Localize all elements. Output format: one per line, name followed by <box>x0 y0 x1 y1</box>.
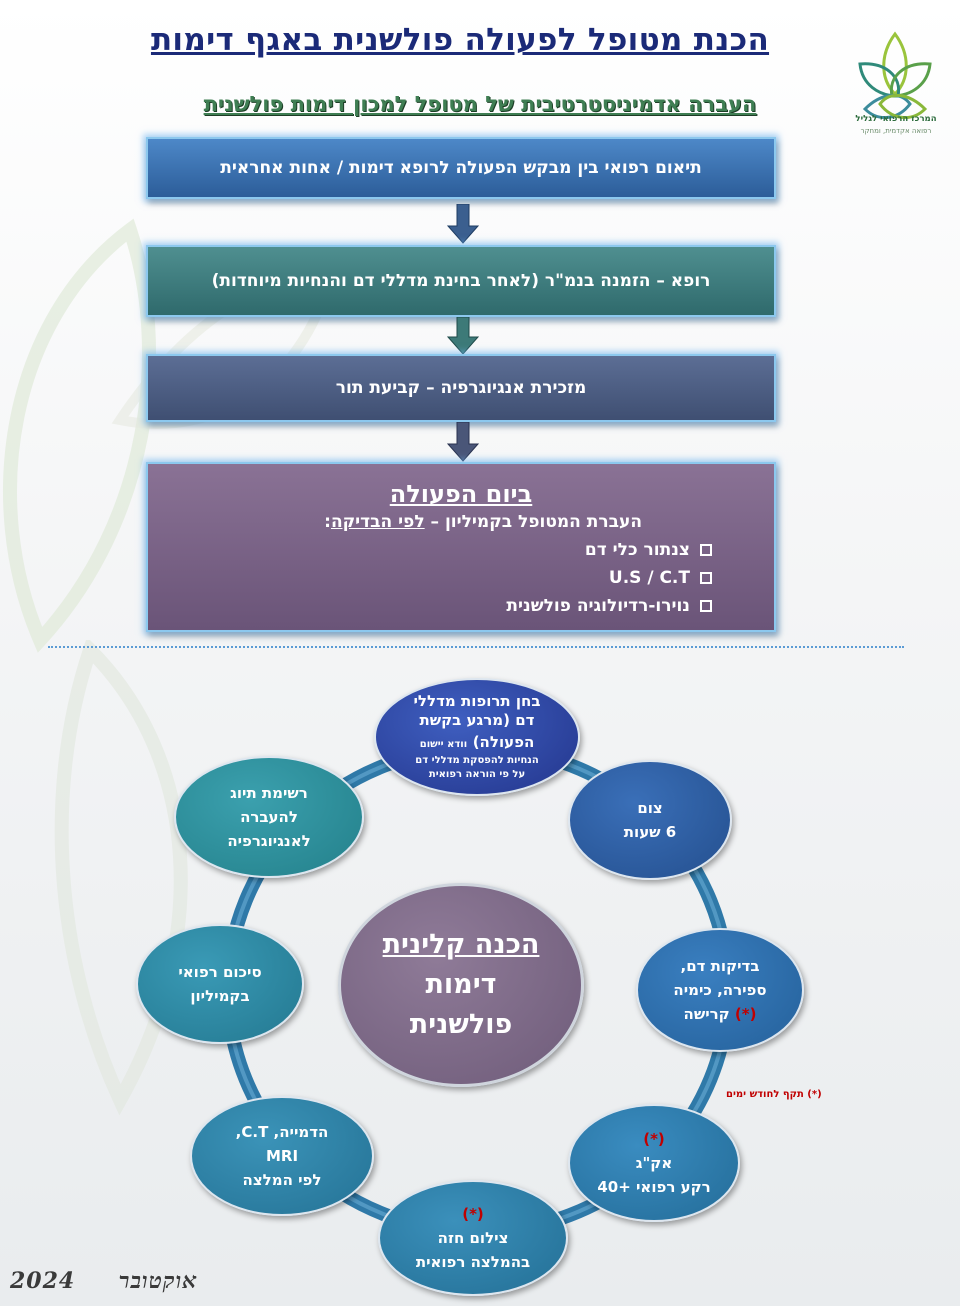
cycle-item-blood-thinners: בחן תרופות מדללי דם (מרגע בקשת הפעולה) ו… <box>374 678 580 796</box>
tag-list-line1: רשימת תיוג <box>230 784 308 802</box>
cycle-item-fasting: צום 6 שעות <box>568 760 732 880</box>
checkbox-icon <box>700 572 712 584</box>
procedure-day-heading: ביום הפעולה <box>389 480 533 508</box>
background-leaf-decoration-lower <box>54 640 188 1116</box>
cycle-item-tag-list: רשימת תיוג להעברה לאנגיוגרפיה <box>174 756 364 878</box>
summary-line1: סיכום רפואי <box>178 963 262 981</box>
validity-star: (*) <box>462 1205 484 1223</box>
blood-thinners-note1: הנחיות להפסקת מדללי דם <box>415 755 539 766</box>
cycle-item-ecg: (*) אק"ג רקע רפואי +40 <box>568 1104 740 1222</box>
center-line-imaging: דימות <box>425 969 497 1000</box>
xray-line2: בהמלצה רפואית <box>415 1253 531 1271</box>
tag-list-line3: לאנגיוגרפיה <box>227 832 311 850</box>
flow-step-scheduling-text: מזכירת אנגיוגרפיה – קביעת תור <box>335 378 587 398</box>
down-arrow-icon <box>446 422 480 462</box>
center-clinical-prep: הכנה קלינית דימות פולשנית <box>338 883 584 1087</box>
down-arrow-icon <box>446 317 480 355</box>
flow-step-coordination: תיאום רפואי בין מבקש הפעולה לרופא דימות … <box>146 137 776 199</box>
validity-star: (*) <box>734 1005 757 1023</box>
footer-date: 2024 אוקטובר <box>10 1268 197 1294</box>
fasting-line2: 6 שעות <box>623 823 677 841</box>
transfer-line-suffix: : <box>324 512 331 532</box>
flow-step-order: רופא – הזמנה בנמ"ר (לאחר בחינת מדללי דם … <box>146 245 776 317</box>
footer-month: אוקטובר <box>118 1268 198 1294</box>
validity-star: (*) <box>643 1130 665 1148</box>
procedure-day-transfer-line: העברת המטופל בקמיליון – לפי הבדיקה: <box>148 512 774 532</box>
list-item: U.S / C.T <box>148 564 774 592</box>
page-title: הכנת מטופל לפעולה פולשנית באגף דימות <box>150 22 770 58</box>
imaging-line3: לפי המלצה <box>242 1171 322 1189</box>
checkbox-icon <box>700 544 712 556</box>
cycle-item-blood-tests: בדיקות דם, ספירה, כימיה (*) קרישה <box>636 928 804 1052</box>
transfer-line-prefix: העברת המטופל בקמיליון – <box>424 512 642 532</box>
blood-thinners-line1: בחן תרופות מדללי <box>413 692 541 710</box>
list-item: צנתור כלי דם <box>148 536 774 564</box>
flow-step-scheduling: מזכירת אנגיוגרפיה – קביעת תור <box>146 354 776 422</box>
flow-step-procedure-day: ביום הפעולה העברת המטופל בקמיליון – לפי … <box>146 462 776 632</box>
footer-year: 2024 <box>10 1268 76 1294</box>
hospital-logo-icon <box>858 31 932 119</box>
flow-step-order-text: רופא – הזמנה בנמ"ר (לאחר בחינת מדללי דם … <box>211 271 711 291</box>
imaging-line1: הדמייה, C.T, <box>235 1123 329 1141</box>
ecg-line1: אק"ג <box>635 1154 673 1172</box>
ecg-line2: רקע רפואי +40 <box>597 1178 711 1196</box>
logo-tagline: רפואה אקדמית, ומחקר <box>860 127 932 135</box>
blood-tests-line3-text: קרישה <box>683 1005 730 1023</box>
cycle-item-medical-summary: סיכום רפואי בקמיליון <box>136 924 304 1044</box>
blood-thinners-line3-small: וודא יישום <box>419 739 468 750</box>
list-item-label: צנתור כלי דם <box>584 540 690 560</box>
down-arrow-icon <box>446 204 480 244</box>
fasting-line1: צום <box>637 799 663 817</box>
section-divider <box>48 646 904 648</box>
checkbox-icon <box>700 600 712 612</box>
transfer-line-underlined: לפי הבדיקה <box>330 512 425 532</box>
blood-tests-line2: ספירה, כימיה <box>673 981 767 999</box>
list-item-label: נוירו-רדיולוגיה פולשנית <box>506 596 690 616</box>
blood-thinners-line3-main: הפעולה) <box>472 733 535 751</box>
procedure-type-list: צנתור כלי דם U.S / C.T נוירו-רדיולוגיה פ… <box>148 536 774 620</box>
tag-list-line2: להעברה <box>240 808 298 826</box>
blood-tests-line1: בדיקות דם, <box>680 957 760 975</box>
xray-line1: צילום חזה <box>437 1229 509 1247</box>
logo-name: המרכז הרפואי לגליל <box>855 114 937 124</box>
blood-thinners-line2: דם (מרגע בקשת <box>419 711 535 729</box>
page-subtitle: העברה אדמיניסטרטיבית של מטופל למכון דימו… <box>203 92 757 116</box>
imaging-line2: MRI <box>265 1147 299 1165</box>
cycle-item-chest-xray: (*) צילום חזה בהמלצה רפואית <box>378 1180 568 1296</box>
summary-line2: בקמיליון <box>190 987 250 1005</box>
list-item-label: U.S / C.T <box>608 568 690 588</box>
blood-thinners-note2: על פי הוראה רפואית <box>428 769 526 780</box>
center-line-invasive: פולשנית <box>409 1009 513 1040</box>
list-item: נוירו-רדיולוגיה פולשנית <box>148 592 774 620</box>
blood-tests-line3: (*) קרישה <box>684 1002 757 1026</box>
validity-footnote: (*) תקף לחודש ימים <box>726 1089 822 1100</box>
cycle-item-imaging: הדמייה, C.T, MRI לפי המלצה <box>190 1096 374 1216</box>
blood-thinners-line3: הפעולה) וודא יישום <box>420 730 535 754</box>
center-title: הכנה קלינית <box>382 929 540 960</box>
flow-step-coordination-text: תיאום רפואי בין מבקש הפעולה לרופא דימות … <box>220 158 702 178</box>
